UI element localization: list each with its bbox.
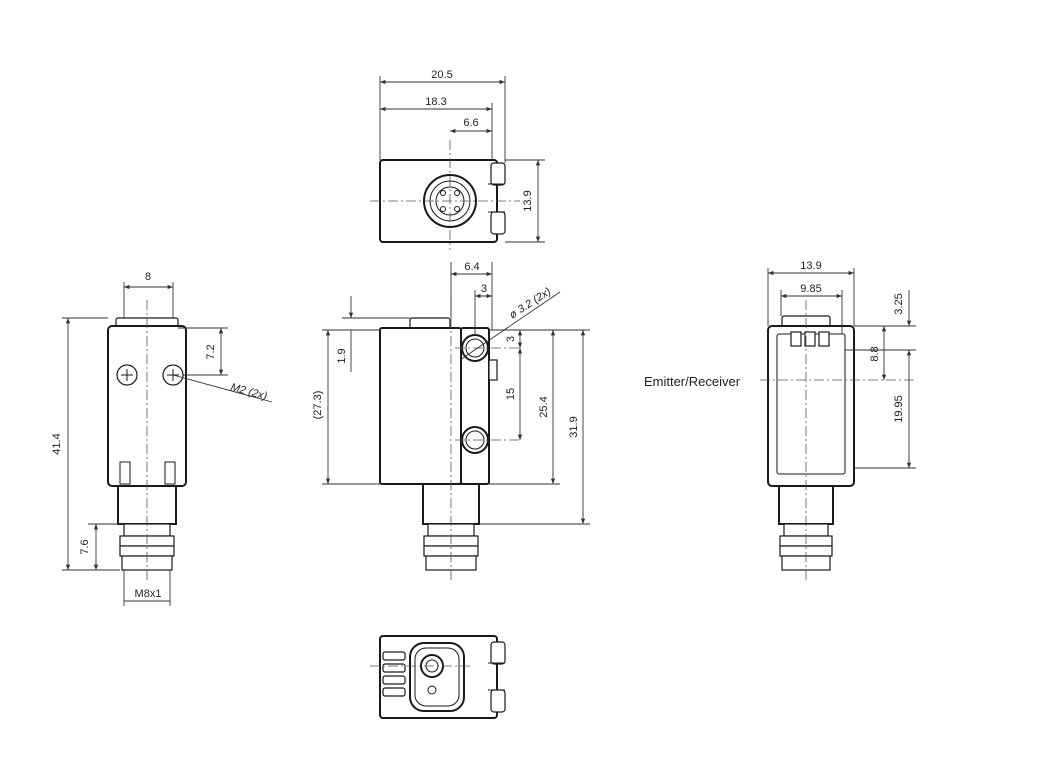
dim-front-top-step: 1.9 (336, 348, 348, 363)
dim-front-total-height: 31.9 (568, 416, 580, 437)
front-hole-label: ø 3.2 (2x) (507, 285, 553, 321)
front-view: 6.4 3 ø 3.2 (2x) 3 15 25.4 31.9 1.9 (27.… (312, 261, 590, 582)
dim-front-hole-top: 3 (505, 336, 517, 342)
right-view: Emitter/Receiver 13.9 9.85 3.25 8.8 19.9… (644, 260, 916, 582)
dim-right-window-height: 19.95 (893, 395, 905, 423)
dim-front-offset-inner: 3 (481, 283, 487, 295)
dim-front-body-height: 25.4 (538, 396, 550, 417)
dim-right-window-offset: 8.8 (869, 346, 881, 361)
dim-left-width: 8 (145, 271, 151, 283)
dim-top-height: 13.9 (522, 190, 534, 211)
dim-front-hole-spacing: 15 (505, 388, 517, 400)
dim-top-connector-offset: 6.6 (463, 117, 478, 129)
dim-front-ref-height: (27.3) (312, 391, 324, 420)
left-side-view: 8 7.2 M2 (2x) 41.4 7.6 M8x1 (51, 271, 273, 606)
dim-left-total-height: 41.4 (51, 433, 63, 454)
dim-top-width-overall: 20.5 (431, 69, 452, 81)
dim-right-top-offset: 3.25 (893, 293, 905, 314)
dim-front-offset-outer: 6.4 (464, 261, 479, 273)
left-thread-label: M8x1 (135, 588, 162, 600)
bottom-view (370, 635, 506, 719)
dim-right-width-overall: 13.9 (800, 260, 821, 272)
dim-left-hole-spacing: 7.2 (205, 344, 217, 359)
dim-right-width-window: 9.85 (800, 283, 821, 295)
dim-top-width-body: 18.3 (425, 96, 446, 108)
dim-left-connector-length: 7.6 (79, 539, 91, 554)
left-screw-label: M2 (2x) (229, 381, 268, 402)
top-view: 20.5 18.3 6.6 13.9 (370, 69, 545, 250)
emitter-receiver-label: Emitter/Receiver (644, 374, 741, 389)
